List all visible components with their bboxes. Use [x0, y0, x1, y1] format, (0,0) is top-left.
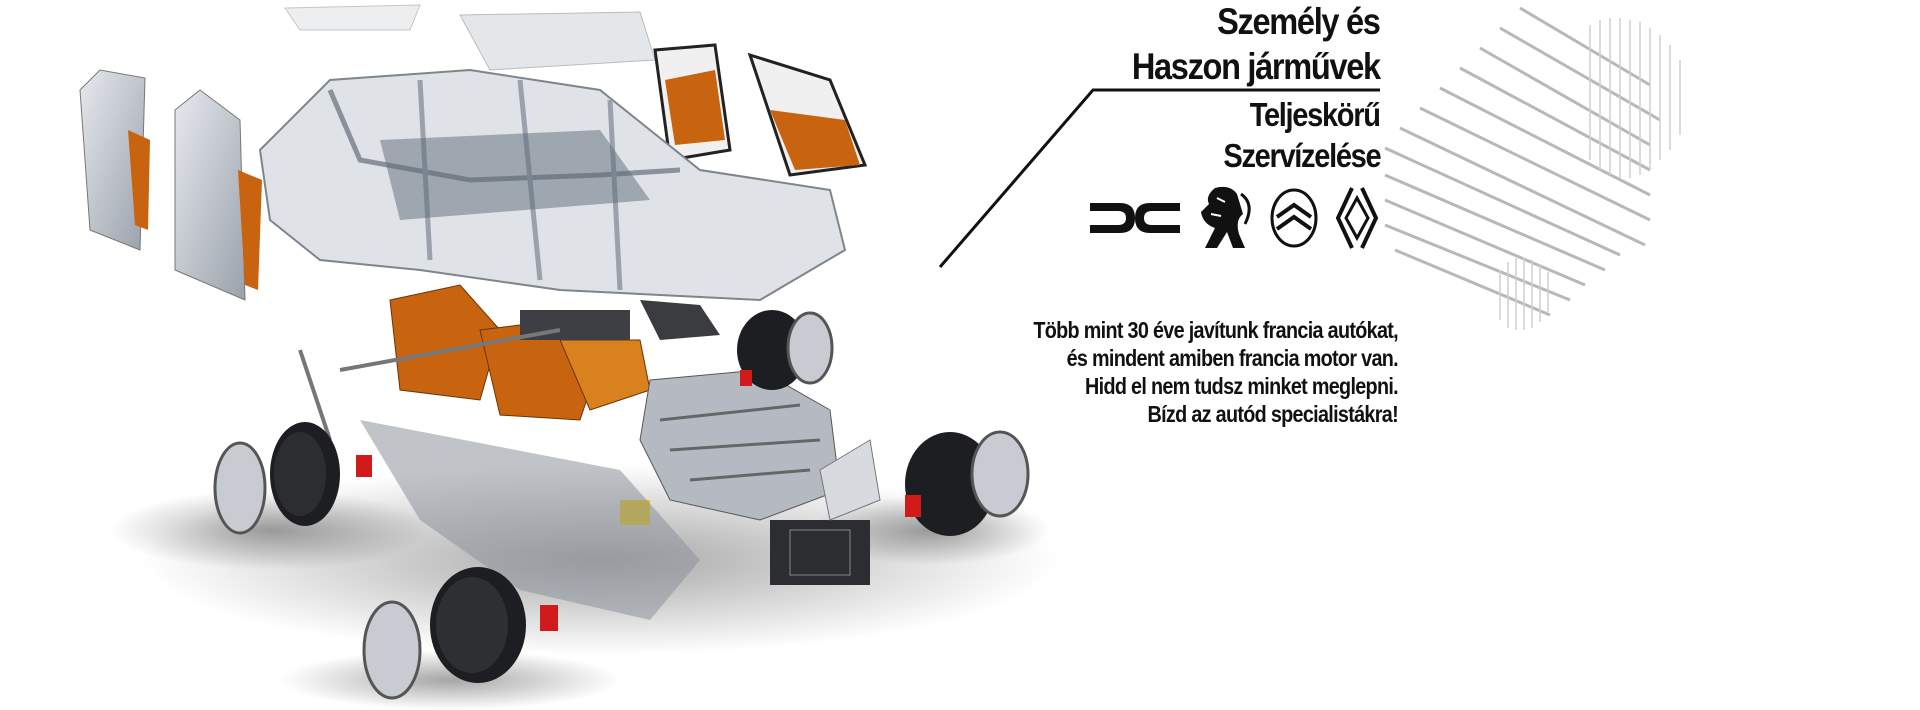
paragraph-line: és mindent amiben francia motor van. [1066, 345, 1399, 371]
heading-line-3: Teljeskörű [1250, 96, 1381, 133]
headlight [640, 300, 720, 340]
rear-window [284, 4, 421, 31]
heading-line-4: Szervízelése [1223, 137, 1381, 174]
striped-decoration [1384, 6, 1681, 330]
front-left-door [174, 89, 246, 301]
heading-line-2: Haszon járművek [1131, 46, 1381, 87]
paragraph-line: Hidd el nem tudsz minket meglepni. [1085, 373, 1399, 399]
exploded-car-illustration [79, 4, 1060, 710]
paragraph-line: Több mint 30 éve javítunk francia autóka… [1033, 317, 1398, 343]
chassis [360, 420, 700, 620]
heading-line-1: Személy és [1217, 1, 1382, 42]
brand-logos [1090, 186, 1380, 254]
brake-calipers [356, 370, 921, 631]
wheel-front-left [362, 567, 526, 700]
front-bumper [819, 439, 881, 521]
renault-diamond-logo-icon [1334, 186, 1380, 255]
intro-paragraph: Több mint 30 éve javítunk francia autóka… [1033, 316, 1398, 428]
interior-seats [389, 284, 651, 421]
wheel-front-right [737, 310, 834, 390]
windshield [459, 11, 656, 71]
dacia-logo-icon [1090, 202, 1180, 238]
wheel-rear-left [213, 422, 340, 535]
wheel-rear-right [905, 430, 1030, 536]
paragraph-line: Bízd az autód specialistákra! [1147, 401, 1399, 427]
peugeot-lion-logo-icon [1195, 184, 1255, 257]
citroen-chevron-logo-icon [1269, 187, 1319, 254]
